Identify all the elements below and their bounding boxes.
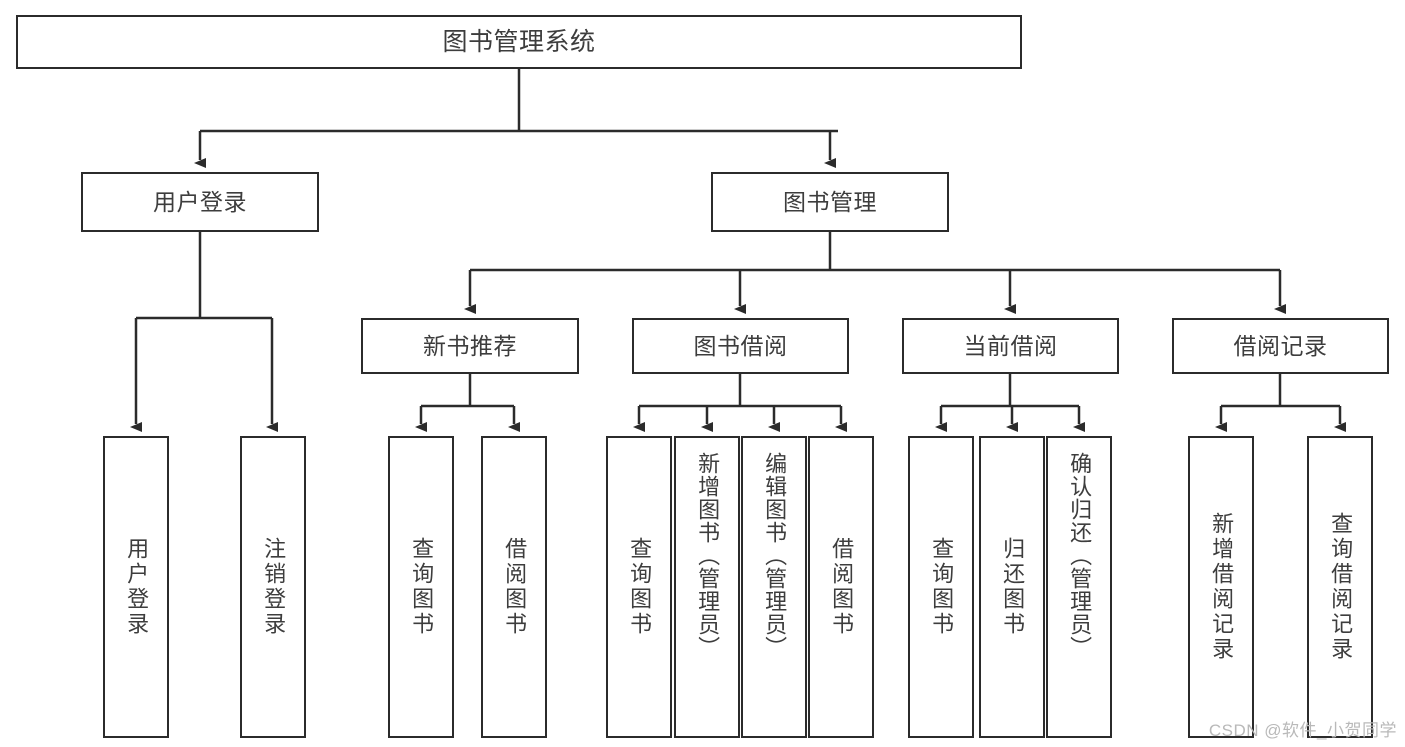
leaf-node[interactable]: 用户登录 bbox=[103, 436, 169, 738]
node-user-login-label: 用户登录 bbox=[153, 188, 247, 215]
leaf-node-label: 注销登录 bbox=[261, 537, 287, 637]
leaf-node-label: 查询图书 bbox=[929, 537, 955, 637]
leaf-node-label: 查询借阅记录 bbox=[1328, 512, 1354, 662]
csdn-watermark: CSDN @软件_小贺同学 bbox=[1208, 721, 1397, 740]
node-root-system[interactable]: 图书管理系统 bbox=[16, 15, 1022, 69]
leaf-node-label: 查询图书 bbox=[627, 537, 653, 637]
node-book-management[interactable]: 图书管理 bbox=[711, 172, 949, 232]
node-book-management-label: 图书管理 bbox=[783, 188, 877, 215]
node-root-system-label: 图书管理系统 bbox=[442, 27, 596, 56]
leaf-node[interactable]: 查询借阅记录 bbox=[1307, 436, 1373, 738]
leaf-node-label: 编辑图书（管理员） bbox=[762, 452, 788, 659]
leaf-node[interactable]: 注销登录 bbox=[240, 436, 306, 738]
node-book-borrowing-label: 图书借阅 bbox=[693, 332, 788, 359]
node-new-book-recommendation[interactable]: 新书推荐 bbox=[361, 318, 579, 374]
node-book-borrowing[interactable]: 图书借阅 bbox=[632, 318, 849, 374]
leaf-node-label: 借阅图书 bbox=[829, 537, 855, 637]
leaf-node[interactable]: 归还图书 bbox=[979, 436, 1045, 738]
leaf-node[interactable]: 借阅图书 bbox=[481, 436, 547, 738]
leaf-node[interactable]: 查询图书 bbox=[606, 436, 672, 738]
node-user-login[interactable]: 用户登录 bbox=[81, 172, 319, 232]
node-borrowing-record-label: 借阅记录 bbox=[1233, 332, 1328, 359]
leaf-node[interactable]: 确认归还（管理员） bbox=[1046, 436, 1112, 738]
leaf-node-label: 确认归还（管理员） bbox=[1067, 452, 1093, 659]
node-current-borrowing[interactable]: 当前借阅 bbox=[902, 318, 1119, 374]
leaf-node[interactable]: 查询图书 bbox=[388, 436, 454, 738]
leaf-node-label: 查询图书 bbox=[409, 537, 435, 637]
node-current-borrowing-label: 当前借阅 bbox=[963, 332, 1058, 359]
leaf-node[interactable]: 新增借阅记录 bbox=[1188, 436, 1254, 738]
leaf-node-label: 借阅图书 bbox=[502, 537, 528, 637]
node-new-book-recommendation-label: 新书推荐 bbox=[423, 332, 517, 359]
leaf-node[interactable]: 查询图书 bbox=[908, 436, 974, 738]
node-borrowing-record[interactable]: 借阅记录 bbox=[1172, 318, 1389, 374]
leaf-node-label: 新增借阅记录 bbox=[1209, 512, 1235, 662]
leaf-node-label: 归还图书 bbox=[1000, 537, 1026, 637]
leaf-node-label: 新增图书（管理员） bbox=[695, 452, 721, 659]
leaf-node[interactable]: 编辑图书（管理员） bbox=[741, 436, 807, 738]
leaf-node[interactable]: 借阅图书 bbox=[808, 436, 874, 738]
leaf-node-label: 用户登录 bbox=[124, 537, 150, 637]
leaf-node[interactable]: 新增图书（管理员） bbox=[674, 436, 740, 738]
